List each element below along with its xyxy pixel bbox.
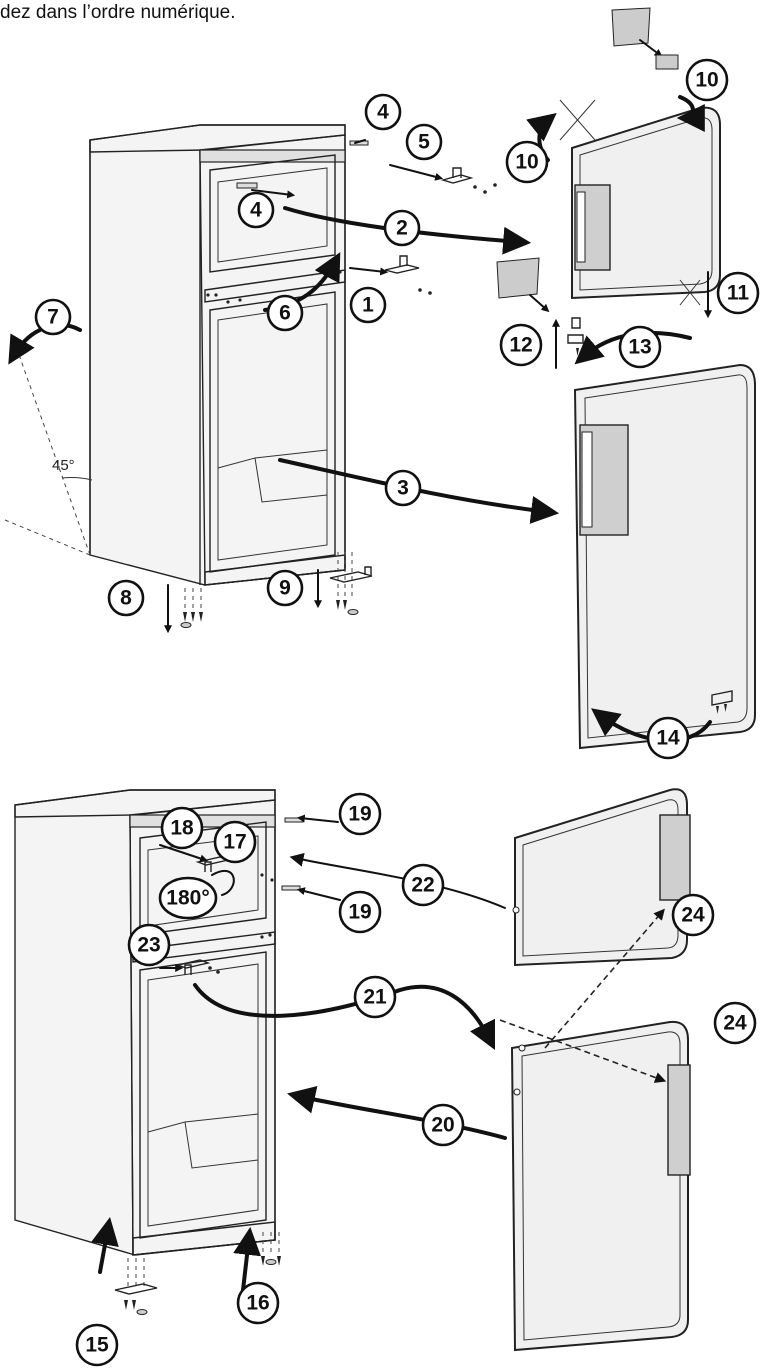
freezer-door-bottom	[512, 788, 691, 967]
hinge-parts-12	[567, 317, 584, 356]
step-badge-24a: 24	[671, 893, 715, 937]
tilt-angle-guide: 45°	[4, 334, 93, 556]
instruction-text: dez dans l’ordre numérique.	[0, 2, 236, 23]
svg-text:7: 7	[47, 306, 59, 329]
step-badge-23: 23	[127, 923, 171, 967]
step-badge-19b: 19	[338, 890, 382, 934]
svg-text:18: 18	[170, 817, 194, 840]
svg-text:22: 22	[411, 874, 434, 897]
step-badge-13: 13	[618, 325, 662, 369]
arrow-16	[233, 1226, 261, 1292]
step-badge-18: 18	[160, 806, 204, 850]
step-badge-10a: 10	[685, 58, 729, 102]
step-badge-10b: 10	[505, 140, 549, 184]
svg-text:16: 16	[246, 1292, 269, 1315]
step-badge-12: 12	[499, 323, 543, 367]
feet-screws-top	[180, 552, 373, 628]
step-badge-24b: 24	[713, 1001, 757, 1045]
step-badge-21: 21	[353, 975, 397, 1019]
svg-text:10: 10	[695, 69, 718, 92]
svg-text:3: 3	[397, 477, 409, 500]
svg-text:21: 21	[363, 986, 387, 1009]
svg-text:4: 4	[250, 199, 262, 222]
arrow-19a	[296, 814, 339, 823]
arrow-17-rotate	[211, 869, 235, 896]
step-badge-20: 20	[421, 1103, 465, 1147]
svg-text:19: 19	[348, 901, 371, 924]
fridge-door-bottom	[510, 1020, 691, 1352]
svg-text:17: 17	[223, 831, 246, 854]
arrow-24b	[499, 1019, 667, 1083]
svg-text:2: 2	[396, 217, 408, 240]
arrow-20	[287, 1086, 507, 1140]
step-badge-4a: 4	[364, 93, 402, 131]
svg-text:13: 13	[628, 336, 651, 359]
fridge-body-top	[89, 124, 346, 586]
step-badge-5: 5	[405, 123, 443, 161]
step-badge-1: 1	[349, 286, 387, 324]
hinge-parts-top	[236, 140, 497, 295]
svg-text:6: 6	[279, 302, 291, 325]
step-badge-6: 6	[266, 294, 304, 332]
svg-text:24: 24	[681, 904, 705, 927]
svg-text:23: 23	[137, 934, 160, 957]
arrow-1	[349, 267, 389, 276]
arrow-19b	[296, 887, 341, 901]
svg-text:19: 19	[348, 803, 371, 826]
step-badge-22: 22	[401, 863, 445, 907]
parts-bag-icon	[496, 7, 679, 313]
svg-text:180°: 180°	[166, 887, 209, 910]
svg-text:15: 15	[85, 1334, 109, 1357]
svg-text:1: 1	[362, 294, 374, 317]
step-badge-2: 2	[383, 209, 421, 247]
step-badge-14: 14	[646, 716, 690, 760]
svg-text:12: 12	[509, 334, 532, 357]
arrow-5	[389, 164, 444, 181]
step-badge-4b: 4	[237, 191, 275, 229]
step-badge-19a: 19	[338, 792, 382, 836]
svg-text:24: 24	[723, 1012, 747, 1035]
angle-label: 45°	[52, 457, 75, 474]
svg-text:20: 20	[431, 1114, 454, 1137]
crossed-out-step	[559, 99, 701, 306]
step-badge-3: 3	[384, 469, 422, 507]
arrow-18	[159, 844, 209, 863]
svg-text:4: 4	[377, 101, 389, 124]
svg-text:11: 11	[727, 282, 750, 305]
step-badge-11: 11	[716, 271, 760, 315]
arrow-4-pin	[354, 139, 366, 144]
step-badge-16: 16	[236, 1281, 280, 1325]
step-badge-15: 15	[75, 1323, 119, 1367]
svg-text:5: 5	[418, 131, 430, 154]
fridge-door-top	[573, 363, 756, 750]
svg-text:8: 8	[120, 587, 132, 610]
svg-text:10: 10	[515, 151, 538, 174]
arrow-15	[91, 1216, 119, 1274]
step-badge-180: 180°	[158, 876, 218, 920]
arrow-10a	[676, 95, 705, 132]
arrow-4-inner	[251, 189, 296, 199]
feet-screws-bottom	[114, 1232, 281, 1315]
step-badge-17: 17	[213, 820, 257, 864]
arrow-22	[289, 852, 506, 909]
step-badge-7: 7	[34, 298, 72, 336]
step-badge-9: 9	[266, 569, 304, 607]
svg-text:9: 9	[279, 577, 291, 600]
step-badge-8: 8	[107, 579, 145, 617]
freezer-door-top	[571, 106, 721, 300]
svg-text:14: 14	[656, 727, 680, 750]
